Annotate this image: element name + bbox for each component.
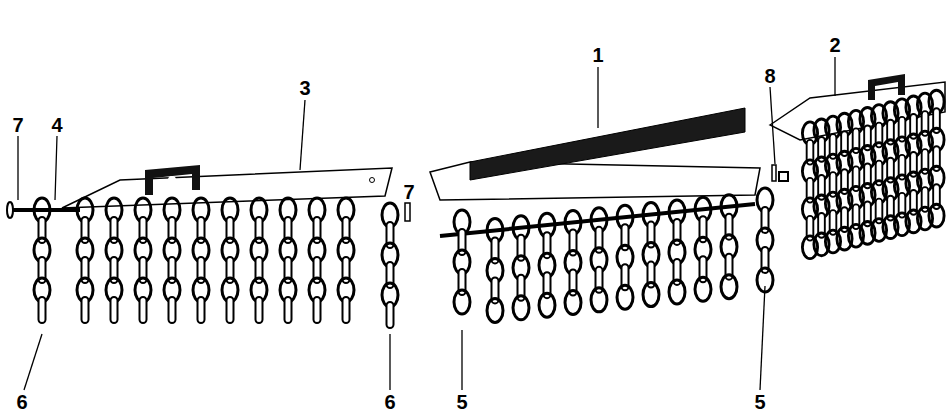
chain-link <box>111 297 118 323</box>
chain <box>929 90 944 227</box>
callout-number: 4 <box>51 115 62 135</box>
chain <box>591 208 607 312</box>
chain <box>193 198 209 323</box>
square-nut <box>779 172 788 181</box>
chain-link <box>695 277 711 301</box>
chain <box>382 203 398 328</box>
chains <box>34 90 944 328</box>
chain <box>757 188 773 292</box>
chain <box>513 216 529 320</box>
chain-link <box>198 297 205 323</box>
leader-lines <box>18 57 835 390</box>
chain <box>669 200 685 304</box>
plate <box>62 168 392 208</box>
chain-link <box>82 297 89 323</box>
chain-link <box>285 297 292 323</box>
chain <box>539 213 555 317</box>
pin <box>772 165 776 181</box>
chain-link <box>513 296 529 320</box>
chain-link <box>487 298 503 322</box>
hole <box>370 178 375 183</box>
leader-line <box>770 87 775 164</box>
chain-link <box>539 293 555 317</box>
chain <box>617 205 633 309</box>
callout-number: 7 <box>403 182 414 202</box>
leader-line <box>597 67 598 128</box>
chain-link <box>721 275 737 299</box>
chain-link <box>669 280 685 304</box>
cotter-pin <box>405 203 410 221</box>
chain <box>164 198 180 323</box>
leader-line <box>834 57 835 96</box>
callout-number: 6 <box>384 392 395 412</box>
chain-link <box>314 297 321 323</box>
chain-link <box>565 290 581 314</box>
callout-number: 5 <box>754 392 765 412</box>
chain <box>280 198 296 323</box>
chain <box>454 210 470 314</box>
leader-line <box>24 334 42 390</box>
chain-link <box>454 290 470 314</box>
chain <box>77 198 93 323</box>
chain-link <box>39 297 46 323</box>
chain-link <box>256 297 263 323</box>
callout-number: 5 <box>456 392 467 412</box>
chain <box>643 203 659 307</box>
chain <box>135 198 151 323</box>
leader-line <box>55 136 57 200</box>
chain <box>106 198 122 323</box>
bolt <box>168 176 176 184</box>
leader-line <box>389 334 390 390</box>
chain-link <box>343 297 350 323</box>
chain <box>222 198 238 323</box>
chain-link <box>643 283 659 307</box>
chain-link <box>617 285 633 309</box>
callout-number: 2 <box>829 35 840 55</box>
bracket-clip <box>868 74 905 100</box>
rod-head <box>7 202 13 218</box>
chain <box>487 218 503 322</box>
chain <box>34 198 50 323</box>
chain-link <box>387 302 394 328</box>
leader-line <box>300 100 305 170</box>
flange <box>470 108 745 180</box>
chain <box>338 198 354 323</box>
leader-line <box>17 136 18 200</box>
bracket-clip <box>145 165 200 195</box>
leader-line <box>461 330 462 390</box>
callout-number: 7 <box>12 115 23 135</box>
chain <box>309 198 325 323</box>
callout-number: 6 <box>16 392 27 412</box>
callout-number: 1 <box>592 45 603 65</box>
chain-link <box>169 297 176 323</box>
chain-link <box>929 204 944 227</box>
rod <box>8 208 80 212</box>
chain-link <box>140 297 147 323</box>
leader-line <box>760 286 765 390</box>
chain-link <box>591 288 607 312</box>
chain <box>695 197 711 301</box>
callout-number: 8 <box>764 66 775 86</box>
chain-link <box>757 268 773 292</box>
callout-number: 3 <box>299 78 310 98</box>
chain <box>251 198 267 323</box>
chain-link <box>227 297 234 323</box>
chain <box>721 195 737 299</box>
chain <box>565 210 581 314</box>
